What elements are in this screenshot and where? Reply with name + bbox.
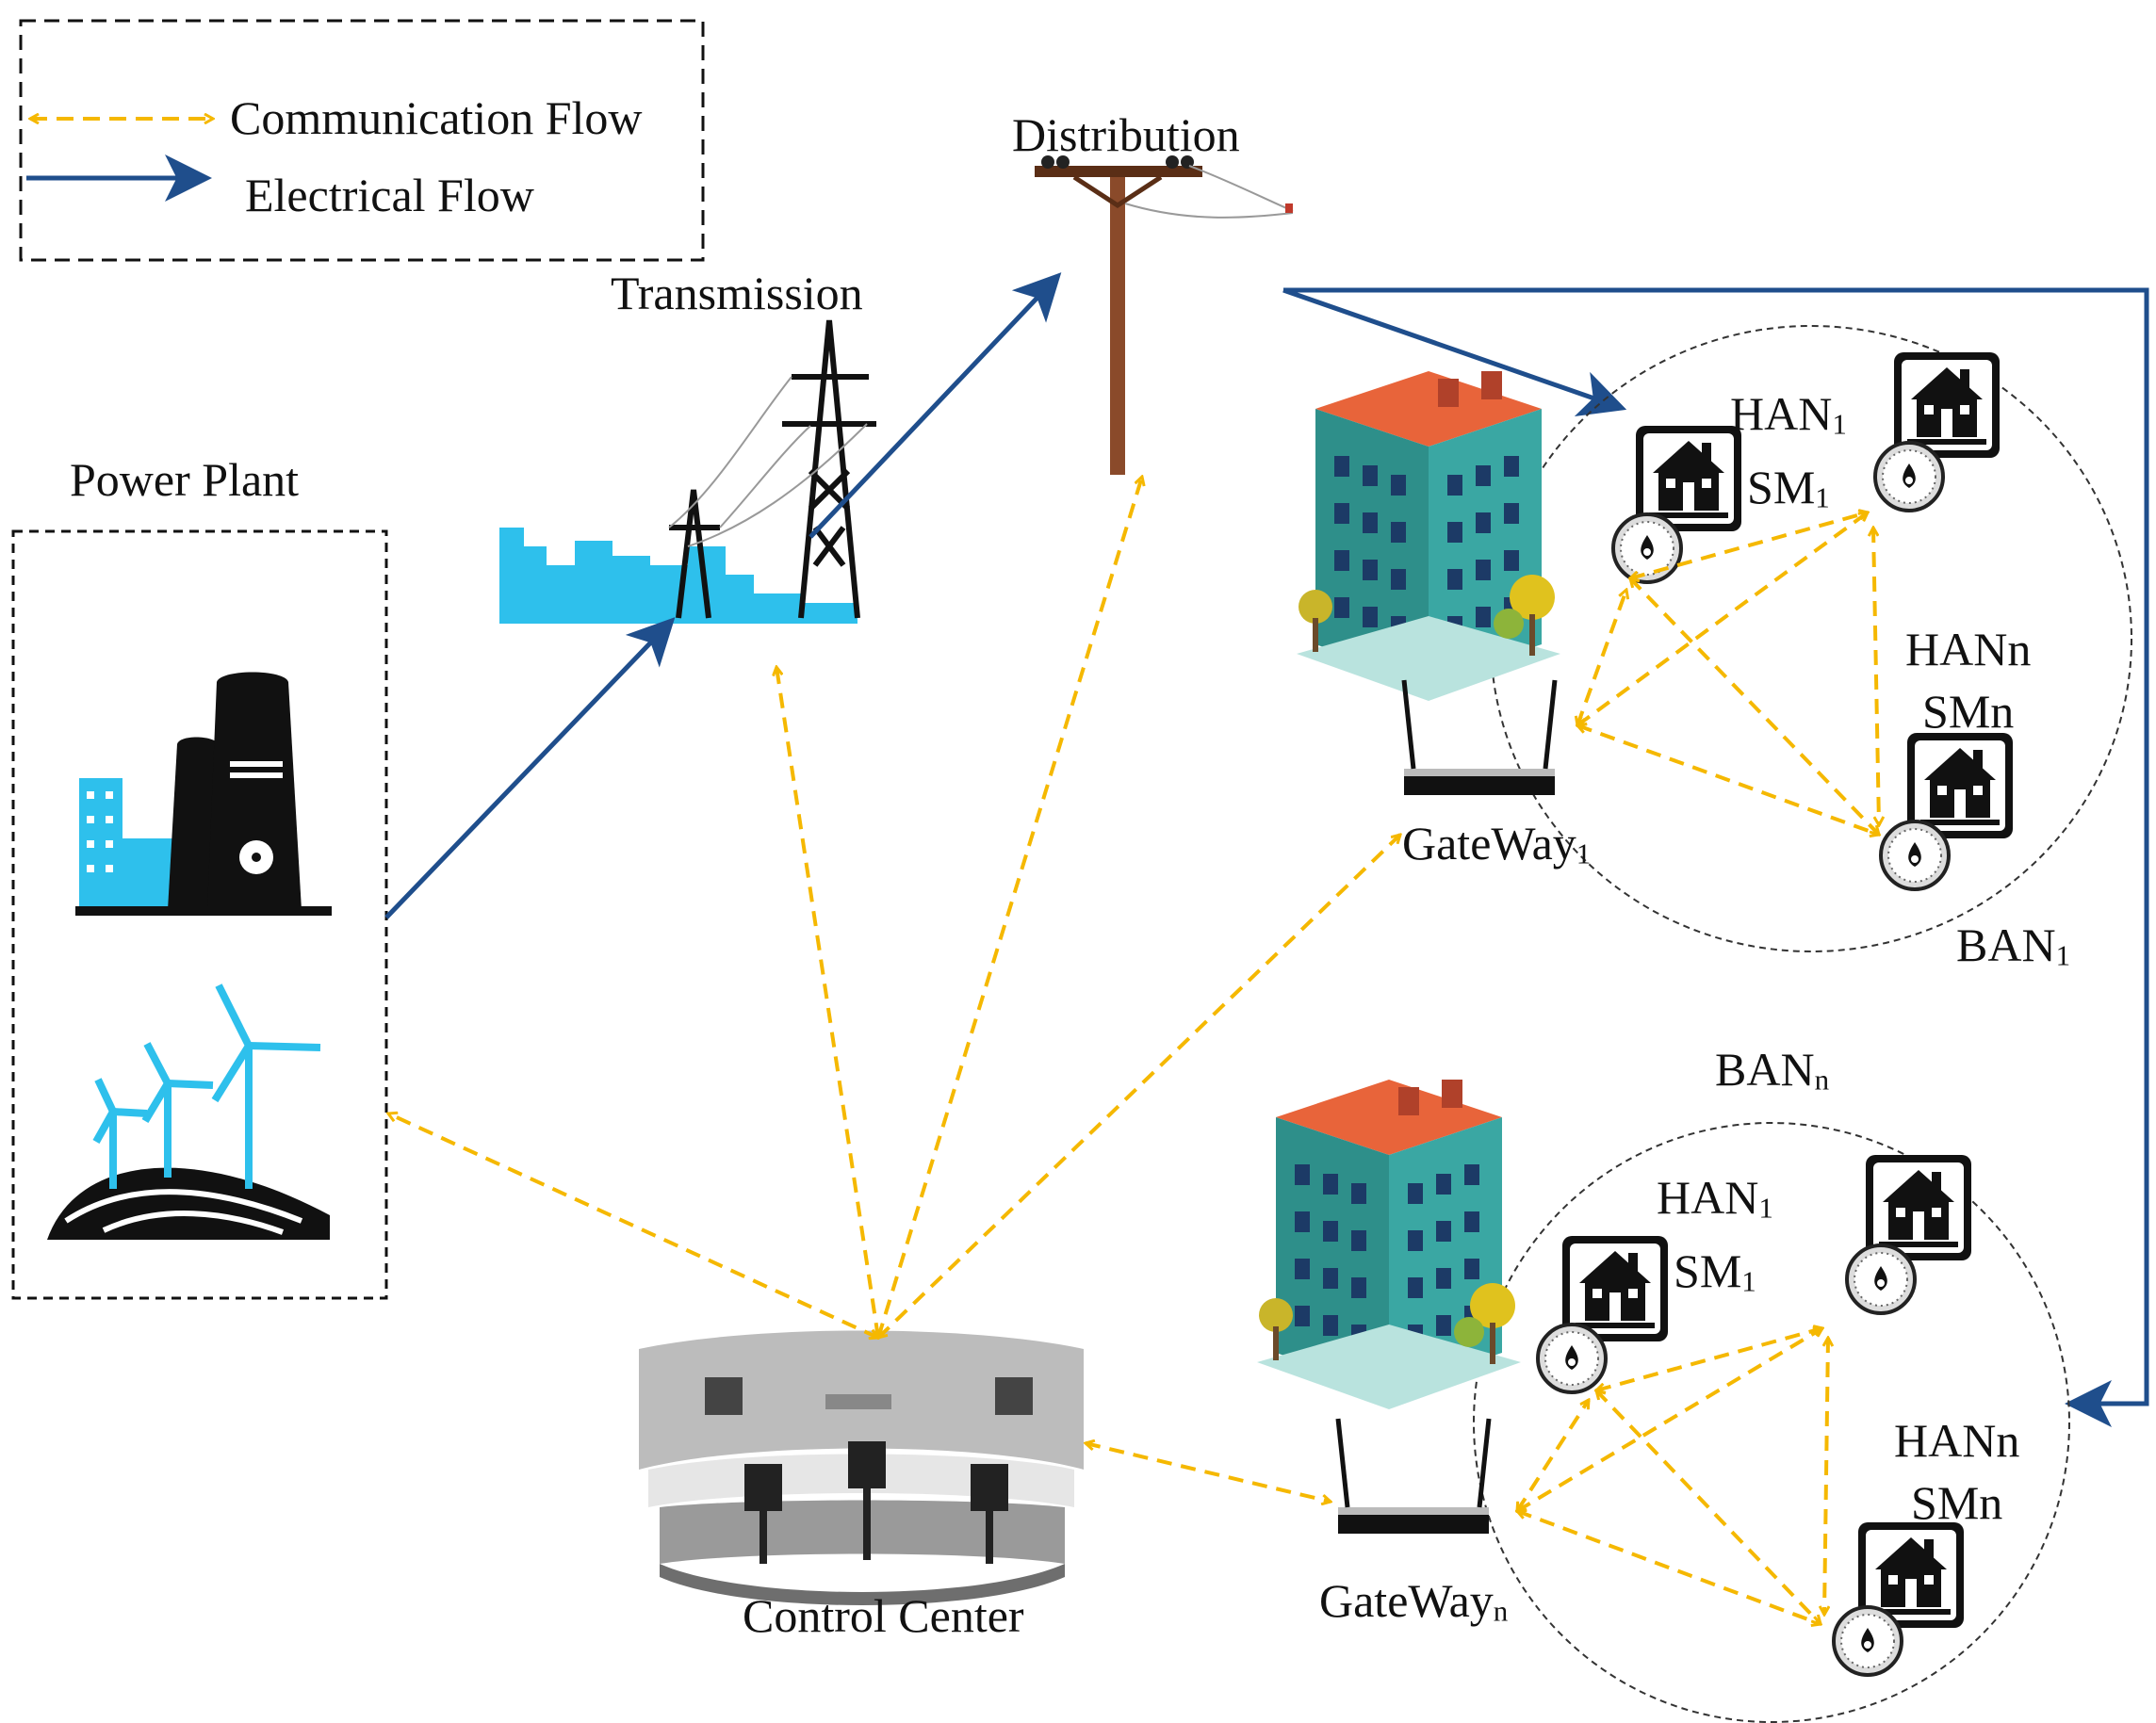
control-room-icon [639,1330,1084,1605]
ban1-han1-label: HAN1 SM1 [1730,387,1847,514]
comm-flow-control-to-plant [388,1113,878,1338]
comm-flow-ban1-h1-h2 [1630,512,1868,578]
comm-flow-bann-h1-h3 [1596,1390,1821,1624]
comm-flow-ban1-gw-h3 [1577,725,1879,835]
smart-meter-icon [1845,1243,1917,1315]
apartment-building-1-icon [1297,371,1560,701]
smart-meter-icon [1611,512,1683,584]
utility-pole-icon [1035,155,1294,475]
nuclear-plant-icon [75,672,332,916]
legend-box [19,19,705,262]
comm-flow-control-to-gatewayn [1086,1443,1331,1502]
electrical-flow-plant-to-transmission [384,617,676,919]
wind-farm-icon [47,983,330,1240]
ban-n-label: BANn [1715,1043,1830,1097]
router-n-icon[interactable] [1338,1419,1489,1534]
ban1-boundary [1490,325,2132,952]
transmission-tower-icon [499,319,876,624]
comm-flow-ban1-gw-h1 [1577,590,1626,725]
comm-flow-bann-gw-h3 [1517,1511,1821,1624]
control-center-label: Control Center [743,1589,1024,1642]
legend-electrical-label: Electrical Flow [245,169,534,221]
apartment-building-n-icon [1257,1080,1521,1409]
electrical-flow-distribution-to-ban1 [1282,287,1627,417]
comm-flow-ban1-h2-h3 [1873,528,1879,825]
smart-meter-icon [1832,1605,1903,1677]
power-plant-label: Power Plant [70,453,300,506]
gateway-n-label: GateWayn [1319,1574,1509,1628]
electrical-flow-distribution-to-bann [1283,287,2149,1427]
smart-meter-icon [1536,1323,1608,1394]
comm-flow-control-to-transmission [776,667,878,1338]
comm-flow-ban1-h1-h3 [1630,578,1879,835]
gateway-1-label: GateWay1 [1402,817,1592,870]
smart-meter-icon [1873,441,1945,512]
smart-meter-icon [1879,820,1951,891]
comm-flow-bann-h2-h3 [1824,1338,1828,1615]
ban-1-label: BAN1 [1956,918,2071,972]
bann-han1-label: HAN1 SM1 [1657,1171,1773,1298]
bann-boundary [1473,1122,2070,1723]
ban1-hann-label: HANn SMn [1905,623,2032,738]
transmission-label: Transmission [611,267,863,319]
comm-flow-bann-gw-h1 [1515,1400,1591,1511]
distribution-label: Distribution [1012,108,1240,161]
comm-flow-bann-h1-h2 [1596,1328,1822,1390]
bann-hann-label: HANn SMn [1894,1414,2020,1529]
legend-communication-label: Communication Flow [230,91,643,144]
electrical-flow-transmission-to-distribution [808,272,1062,539]
